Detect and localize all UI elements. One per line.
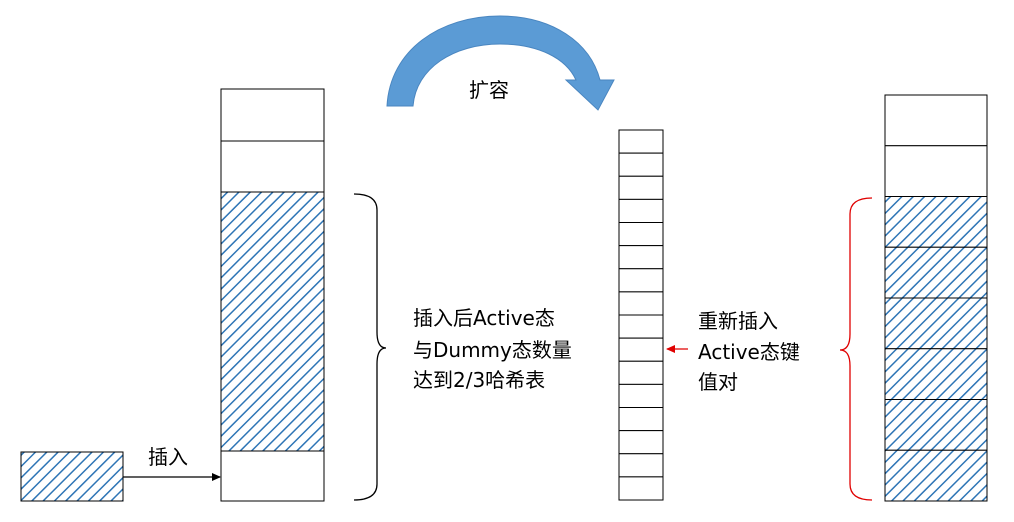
expanded-table-slot — [618, 360, 664, 385]
expanded-table-slot — [618, 407, 664, 432]
final-table-active-slot — [884, 449, 988, 502]
expanded-table-slot — [618, 476, 664, 501]
expanded-table-slot — [618, 198, 664, 224]
reinsert-line-2: Active态键 — [698, 340, 800, 364]
expand-arrow — [386, 15, 615, 111]
expanded-table-slot — [618, 129, 664, 154]
condition-line-2: 与Dummy态数量 — [413, 338, 572, 362]
final-table-active-slot — [884, 246, 988, 299]
expanded-table-slot — [618, 337, 664, 362]
expanded-table-slot — [618, 152, 664, 177]
threshold-brace — [353, 193, 387, 501]
final-table-active-slot — [884, 399, 988, 451]
condition-line-3: 达到2/3哈希表 — [413, 368, 546, 392]
expanded-hash-table — [618, 129, 664, 501]
expanded-table-slot — [618, 175, 664, 200]
expanded-table-slot — [618, 245, 664, 270]
expanded-table-slot — [618, 268, 664, 293]
final-table-empty-slot — [884, 94, 988, 147]
incoming-entry — [20, 451, 124, 502]
insert-label: 插入 — [148, 445, 188, 469]
original-hash-table — [220, 88, 325, 502]
expanded-table-slot — [618, 430, 664, 455]
reinsert-line-1: 重新插入 — [698, 309, 778, 333]
final-table-active-slot — [884, 196, 988, 248]
condition-line-1: 插入后Active态 — [413, 306, 555, 330]
expanded-table-slot — [618, 383, 664, 409]
reinsert-line-3: 值对 — [698, 370, 738, 394]
reinsert-brace — [839, 197, 873, 501]
expanded-table-slot — [618, 222, 664, 247]
final-table-empty-slot — [884, 145, 988, 197]
expanded-table-slot — [618, 291, 664, 316]
expanded-table-slot — [618, 314, 664, 339]
final-table-active-slot — [884, 348, 988, 400]
final-table-active-slot — [884, 297, 988, 350]
final-hash-table — [884, 94, 988, 502]
expanded-table-slot — [618, 453, 664, 478]
expand-label: 扩容 — [469, 78, 509, 102]
